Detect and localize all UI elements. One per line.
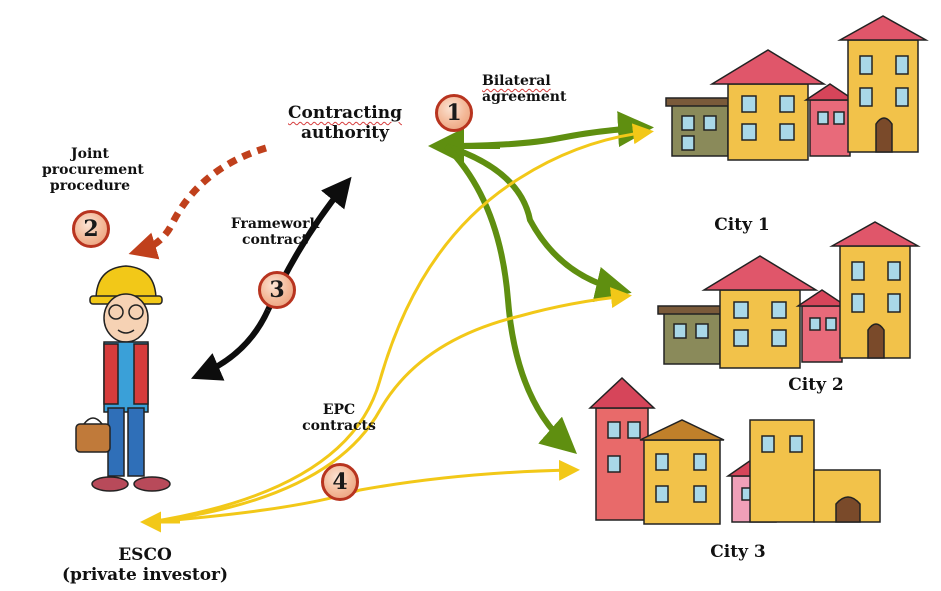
joint-procurement-line3: procedure — [49, 178, 131, 195]
esco-label: ESCO (private investor) — [50, 545, 240, 585]
city-2-label: City 2 — [788, 375, 844, 395]
esco-line2: (private investor) — [61, 564, 229, 585]
step-badge-1: 1 — [435, 94, 473, 132]
esco-line1: ESCO — [118, 545, 172, 565]
epc-arrow-city-1 — [149, 123, 654, 524]
epc-contracts-line1: EPC — [322, 402, 356, 418]
bilateral-agreement-line1: Bilateral — [482, 73, 551, 89]
framework-contract-line2: contract — [242, 232, 308, 249]
esco-person-illustration — [75, 265, 171, 492]
bilateral-agreement-line2: agreement — [482, 89, 567, 106]
city-1-illustration — [665, 15, 929, 161]
epc-arrow-city-3 — [149, 459, 580, 524]
epc-arrow-city-2 — [149, 287, 632, 524]
contracting-authority-line2: authority — [300, 122, 390, 143]
step-badge-3: 3 — [258, 271, 296, 309]
bilateral-arrow-city-3 — [443, 143, 577, 454]
framework-contract-arrow-down — [190, 308, 271, 381]
bilateral-arrow-city-2 — [445, 143, 632, 303]
joint-procurement-dotted-arrow — [128, 144, 268, 260]
contracting-authority-line1: Contracting — [288, 103, 402, 123]
bilateral-agreement-label: Bilateral agreement — [482, 73, 582, 105]
city-3-label: City 3 — [710, 542, 766, 562]
joint-procurement-label: Joint procurement procedure — [42, 146, 144, 195]
contracting-authority-label: Contracting authority — [282, 103, 408, 143]
framework-contract-line1: Framework — [230, 216, 320, 232]
framework-contract-label: Framework contract — [220, 216, 330, 248]
joint-procurement-line2: procurement — [42, 162, 144, 179]
step-badge-2: 2 — [72, 210, 110, 248]
city-3-illustration — [588, 376, 881, 525]
epc-contracts-label: EPC contracts — [296, 402, 382, 434]
city-2-illustration — [657, 221, 921, 369]
epc-contracts-line2: contracts — [302, 418, 376, 435]
joint-procurement-line1: Joint — [71, 146, 109, 162]
city-1-label: City 1 — [714, 215, 770, 235]
step-badge-4: 4 — [321, 463, 359, 501]
